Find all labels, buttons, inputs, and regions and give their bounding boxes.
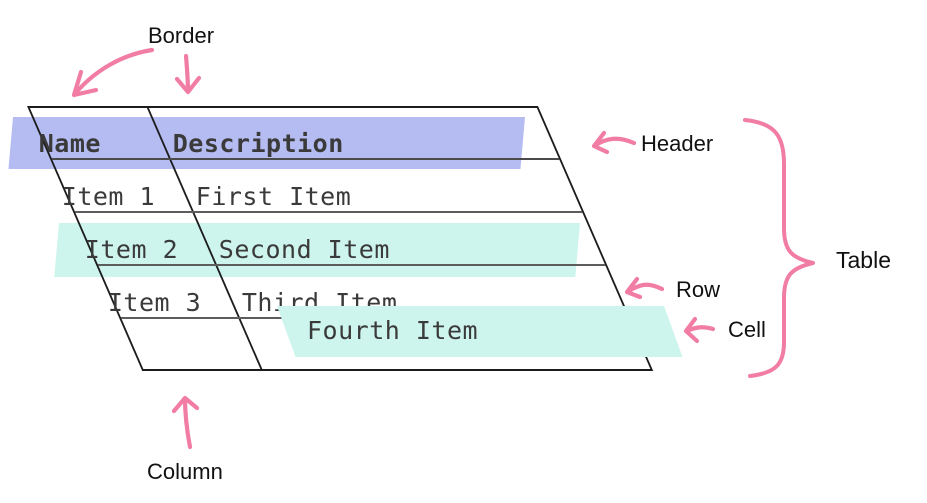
- cell-empty: [121, 319, 264, 371]
- cell-text: Second Item: [218, 234, 390, 264]
- cell-second-item: Second Item: [195, 213, 605, 264]
- table-row: Item 1 First Item: [52, 160, 583, 213]
- label-cell: Cell: [728, 317, 766, 342]
- column-arrow: [171, 395, 200, 450]
- cell-text: Item 2: [84, 234, 179, 264]
- border-arrow-down: [174, 53, 202, 95]
- cell-first-item: First Item: [171, 160, 581, 211]
- header-description-text: Description: [172, 128, 344, 158]
- table-row: Item 2 Second Item: [75, 213, 606, 266]
- label-table: Table: [836, 247, 891, 273]
- table-header-row: Name Description: [29, 108, 560, 160]
- cell-text: First Item: [195, 181, 352, 211]
- cell-item1: Item 1: [52, 160, 194, 211]
- label-row: Row: [676, 277, 721, 302]
- cell-text: Item 3: [107, 287, 202, 317]
- header-name-text: Name: [38, 128, 101, 158]
- header-arrow: [591, 130, 637, 155]
- header-cell-name: Name: [29, 108, 171, 158]
- row-arrow: [624, 276, 665, 300]
- cell-arrow: [683, 316, 716, 344]
- cell-item3: Item 3: [98, 266, 240, 317]
- border-arrow-left: [71, 47, 155, 98]
- label-header: Header: [641, 131, 714, 156]
- floating-cell-text: Fourth Item: [307, 316, 479, 345]
- header-cell-description: Description: [149, 108, 559, 158]
- cell-text: Item 1: [61, 181, 155, 211]
- label-border: Border: [148, 23, 215, 48]
- label-column: Column: [147, 459, 223, 484]
- cell-item2: Item 2: [75, 213, 217, 264]
